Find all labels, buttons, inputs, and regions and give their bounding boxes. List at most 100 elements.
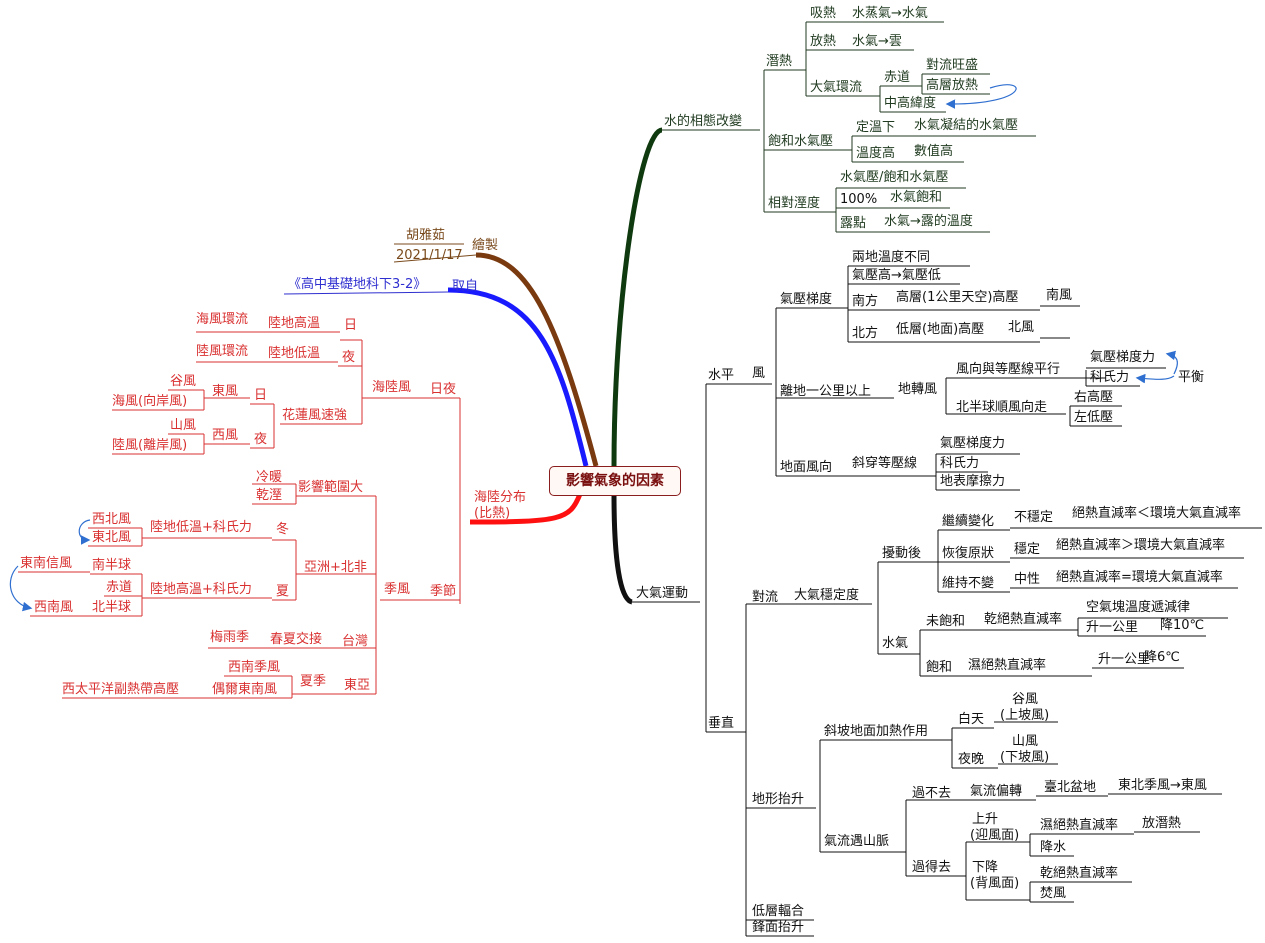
- valley-wind-land[interactable]: 谷風: [170, 374, 197, 389]
- dry-wet[interactable]: 乾溼: [256, 488, 283, 503]
- unchanged[interactable]: 維持不變: [942, 576, 995, 591]
- wet-adiabatic[interactable]: 濕絕熱直減率: [968, 658, 1047, 673]
- frontal-lift[interactable]: 鋒面抬升: [752, 920, 805, 935]
- land-breeze-circ[interactable]: 陸風環流: [196, 344, 249, 359]
- east-asia[interactable]: 東亞: [344, 678, 371, 693]
- credit-made[interactable]: 繪製: [472, 238, 499, 253]
- east-wind[interactable]: 東風: [212, 384, 239, 399]
- credit-from[interactable]: 取自: [452, 279, 479, 294]
- dew-point-value[interactable]: 水氣→露的溫度: [884, 214, 973, 229]
- south-upper[interactable]: 高層(1公里天空)高壓: [896, 290, 1019, 305]
- stability[interactable]: 大氣穩定度: [794, 588, 860, 603]
- taipei-basin[interactable]: 臺北盆地: [1044, 780, 1097, 795]
- hualien-night[interactable]: 夜: [254, 432, 268, 447]
- pacific-high[interactable]: 西太平洋副熱帶高壓: [62, 682, 180, 697]
- unstable[interactable]: 不穩定: [1014, 510, 1054, 525]
- sea-wind-onshore[interactable]: 海風(向岸風): [112, 394, 188, 409]
- stable[interactable]: 穩定: [1014, 542, 1041, 557]
- root-topic[interactable]: 影響氣象的因素: [549, 466, 681, 496]
- drop-10[interactable]: 降10℃: [1160, 618, 1205, 633]
- oblique-isobar[interactable]: 斜穿等壓線: [852, 456, 918, 471]
- summer[interactable]: 夏: [276, 584, 290, 599]
- orographic-lift[interactable]: 地形抬升: [752, 792, 805, 807]
- rh-100-value[interactable]: 水氣飽和: [890, 190, 943, 205]
- release-latent[interactable]: 放潛熱: [1142, 816, 1182, 831]
- sea-land-breeze[interactable]: 海陸風: [372, 380, 412, 395]
- pg-temp-diff[interactable]: 兩地溫度不同: [852, 250, 931, 265]
- land-low-temp[interactable]: 陸地低溫: [268, 346, 321, 361]
- horizontal[interactable]: 水平: [708, 368, 735, 383]
- equator-land[interactable]: 赤道: [106, 580, 133, 595]
- upslope-wind[interactable]: (上坡風): [1000, 708, 1050, 723]
- occasional-se[interactable]: 偶爾東南風: [212, 682, 278, 697]
- sea-breeze-circ[interactable]: 海風環流: [196, 312, 249, 327]
- northern-hemisphere[interactable]: 北半球: [92, 600, 132, 615]
- general-circulation[interactable]: 大氣環流: [810, 80, 863, 95]
- fixed-temp-value[interactable]: 水氣凝結的水氣壓: [914, 118, 1019, 133]
- rise-one-km-2[interactable]: 升一公里: [1098, 652, 1151, 667]
- taiwan[interactable]: 台灣: [342, 634, 369, 649]
- unsaturated[interactable]: 未飽和: [926, 614, 966, 629]
- stable-rule[interactable]: 絕熱直減率＞環境大氣直減率: [1056, 538, 1226, 553]
- winter-cause[interactable]: 陸地低溫+科氏力: [150, 520, 252, 535]
- ne-monsoon-east[interactable]: 東北季風→東風: [1118, 778, 1207, 793]
- high-temp[interactable]: 溫度高: [856, 146, 896, 161]
- restore[interactable]: 恢復原狀: [942, 546, 995, 561]
- rh-100[interactable]: 100%: [840, 192, 878, 207]
- latent-heat[interactable]: 潛熱: [766, 54, 793, 69]
- unstable-rule[interactable]: 絕熱直減率＜環境大氣直減率: [1072, 506, 1242, 521]
- mid-high-latitude[interactable]: 中高緯度: [884, 96, 937, 111]
- high-temp-value[interactable]: 數值高: [914, 144, 954, 159]
- low-convergence[interactable]: 低層輻合: [752, 904, 805, 919]
- cannot-pass[interactable]: 過不去: [912, 786, 952, 801]
- south-wind[interactable]: 南風: [1046, 288, 1073, 303]
- mountain-wind-land[interactable]: 山風: [170, 418, 197, 433]
- geo-parallel[interactable]: 風向與等壓線平行: [956, 362, 1061, 377]
- leeward[interactable]: (背風面): [970, 876, 1020, 891]
- neutral-rule[interactable]: 絕熱直減率=環境大氣直減率: [1056, 570, 1223, 585]
- hualien-strong[interactable]: 花蓮風速強: [282, 408, 348, 423]
- keep-changing[interactable]: 繼續變化: [942, 514, 995, 529]
- breeze-night[interactable]: 夜: [342, 350, 356, 365]
- left-low[interactable]: 左低壓: [1074, 410, 1114, 425]
- dry-adiabatic[interactable]: 乾絕熱直減率: [984, 612, 1063, 627]
- season[interactable]: 季節: [430, 584, 457, 599]
- day-night[interactable]: 日夜: [430, 382, 457, 397]
- precipitation[interactable]: 降水: [1040, 840, 1067, 855]
- winter[interactable]: 冬: [276, 522, 290, 537]
- fixed-temp[interactable]: 定溫下: [856, 120, 896, 135]
- dry-adiabatic-2[interactable]: 乾絕熱直減率: [1040, 866, 1119, 881]
- absorb-heat[interactable]: 吸熱: [810, 6, 837, 21]
- daytime[interactable]: 白天: [958, 712, 985, 727]
- vertical[interactable]: 垂直: [708, 716, 735, 731]
- north-lower[interactable]: 低層(地面)高壓: [896, 322, 985, 337]
- relative-humidity[interactable]: 相對溼度: [768, 196, 821, 211]
- force-coriolis[interactable]: 科氏力: [940, 456, 980, 471]
- force-friction[interactable]: 地表摩擦力: [940, 474, 1006, 489]
- sinking[interactable]: 下降: [972, 860, 999, 875]
- breeze-day[interactable]: 日: [344, 318, 358, 333]
- water-vapor[interactable]: 水氣: [882, 636, 909, 651]
- strong-convection[interactable]: 對流旺盛: [926, 58, 979, 73]
- neutral[interactable]: 中性: [1014, 572, 1041, 587]
- wide-influence[interactable]: 影響範圍大: [298, 480, 364, 495]
- atmo-title[interactable]: 大氣運動: [636, 586, 689, 601]
- after-disturb[interactable]: 擾動後: [882, 546, 922, 561]
- pg-high-low[interactable]: 氣壓高→氣壓低: [852, 268, 941, 283]
- monsoon[interactable]: 季風: [384, 582, 411, 597]
- rising[interactable]: 上升: [972, 812, 999, 827]
- credit-author[interactable]: 胡雅茹: [406, 228, 446, 243]
- plum-rain[interactable]: 梅雨季: [210, 630, 250, 645]
- land-high-temp[interactable]: 陸地高溫: [268, 316, 321, 331]
- northeast-wind[interactable]: 東北風: [92, 530, 132, 545]
- hualien-day[interactable]: 日: [254, 388, 268, 403]
- drop-6[interactable]: 降6℃: [1144, 650, 1180, 665]
- se-trade-wind[interactable]: 東南信風: [20, 556, 73, 571]
- land-sea-title[interactable]: 海陸分布: [474, 490, 527, 505]
- land-wind-offshore[interactable]: 陸風(離岸風): [112, 438, 188, 453]
- coriolis-label[interactable]: 科氏力: [1090, 370, 1130, 385]
- slope-heating[interactable]: 斜坡地面加熱作用: [824, 724, 929, 739]
- water-title[interactable]: 水的相態改變: [664, 114, 743, 129]
- above-one-km[interactable]: 離地一公里以上: [780, 384, 872, 399]
- northwest-wind[interactable]: 西北風: [92, 512, 132, 527]
